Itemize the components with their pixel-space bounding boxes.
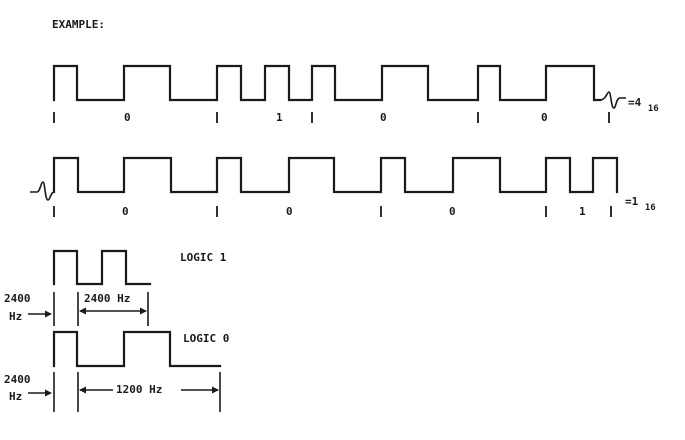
logic-0-legend: LOGIC 0 2400 Hz 1200 Hz — [4, 330, 229, 412]
bit-value: 0 — [380, 111, 387, 124]
logic-0-left-freq-value: 2400 — [4, 373, 31, 386]
row-2-result: =1 16 — [625, 195, 656, 213]
bit-value: 1 — [579, 205, 586, 218]
row-1-result-subscript: 16 — [648, 104, 659, 114]
bit-value: 0 — [541, 111, 548, 124]
logic-1-left-freq-unit: Hz — [9, 310, 22, 323]
logic-1-span-freq: 2400 Hz — [84, 292, 130, 305]
waveform-row-2: 0 0 0 1 =1 16 — [30, 156, 656, 218]
diagram-title: EXAMPLE: — [52, 18, 105, 31]
bit-value: 0 — [449, 205, 456, 218]
logic-0-span-label-bg — [113, 382, 181, 396]
bit-value: 1 — [276, 111, 283, 124]
waveform-2-trace — [52, 156, 619, 194]
logic-0-left-arrow-head — [45, 389, 52, 397]
logic-1-left-arrow-head — [45, 310, 52, 318]
logic-1-label: LOGIC 1 — [180, 251, 227, 264]
logic-0-span-arrow-right — [212, 386, 219, 394]
logic-0-label: LOGIC 0 — [183, 332, 229, 345]
logic-0-waveform — [52, 330, 222, 368]
waveform-1-trace — [52, 64, 602, 102]
logic-1-span-label-bg — [84, 290, 142, 304]
logic-0-span-freq: 1200 Hz — [116, 383, 162, 396]
logic-0-left-freq-unit: Hz — [9, 390, 22, 403]
logic-1-span-arrow-right — [140, 307, 147, 315]
row-2-result-subscript: 16 — [645, 203, 656, 213]
logic-1-span-arrow-left — [79, 307, 86, 315]
row-1-result: =4 16 — [628, 96, 659, 114]
waveform-1-end-glitch — [599, 91, 626, 109]
logic-1-left-freq-value: 2400 — [4, 292, 31, 305]
logic-0-span-arrow-left — [79, 386, 86, 394]
logic-1-waveform — [52, 249, 152, 286]
waveform-2-start-glitch — [30, 181, 55, 201]
bit-value: 0 — [286, 205, 293, 218]
bit-value: 0 — [124, 111, 131, 124]
logic-1-legend: LOGIC 1 2400 Hz 2400 Hz — [4, 249, 227, 326]
waveform-row-1: 0 1 0 0 =4 16 — [52, 64, 659, 124]
row-1-result-main: =4 — [628, 96, 642, 109]
row-2-result-main: =1 — [625, 195, 639, 208]
bit-value: 0 — [122, 205, 129, 218]
